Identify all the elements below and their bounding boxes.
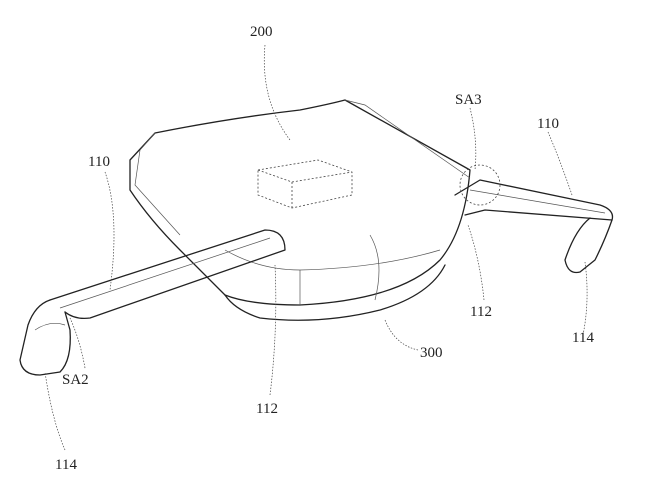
- label-arm-left: 110: [88, 154, 110, 170]
- label-arm-right: 110: [537, 116, 559, 132]
- label-body: 200: [250, 24, 273, 40]
- label-joint-right: 112: [470, 304, 492, 320]
- label-sa2: SA2: [62, 372, 89, 388]
- leader-lines: [44, 44, 588, 451]
- device-body: [129, 99, 471, 321]
- label-tip-left: 114: [55, 457, 77, 473]
- label-joint-left: 112: [256, 401, 278, 417]
- internal-component: [257, 159, 353, 209]
- label-base: 300: [420, 345, 443, 361]
- right-arm: [454, 164, 614, 274]
- label-sa3: SA3: [455, 92, 482, 108]
- label-tip-right: 114: [572, 330, 594, 346]
- left-arm: [19, 229, 286, 376]
